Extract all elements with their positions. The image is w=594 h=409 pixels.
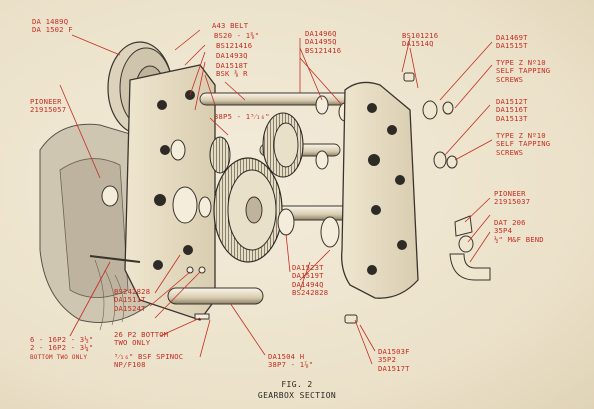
label-bs121416: BS121416 <box>216 41 253 50</box>
label-a43-belt: A43 BELT <box>212 21 249 30</box>
gearbox-rear-casing <box>341 81 419 299</box>
label-38p5: 38P5 - 1⁵⁄₁₆" <box>214 112 270 121</box>
side-fittings <box>344 72 491 324</box>
label-da1493q: DA1493Q <box>216 51 248 60</box>
figure-number: FIG. 2 <box>281 380 313 389</box>
figure-title: GEARBOX SECTION <box>257 391 337 400</box>
gearbox-front-cover <box>124 64 216 321</box>
label-bottom-two-only: BOTTOM TWO ONLY <box>30 354 88 361</box>
label-bs20: BS20 - 1⅜" <box>214 31 260 40</box>
small-fasteners <box>89 255 210 320</box>
leader-lines <box>59 29 493 365</box>
gears <box>209 112 304 263</box>
bushes <box>101 95 352 248</box>
label-6-16p2: 6 - 16P2 - 3½"2 - 16P2 - 3¼" <box>30 335 94 353</box>
